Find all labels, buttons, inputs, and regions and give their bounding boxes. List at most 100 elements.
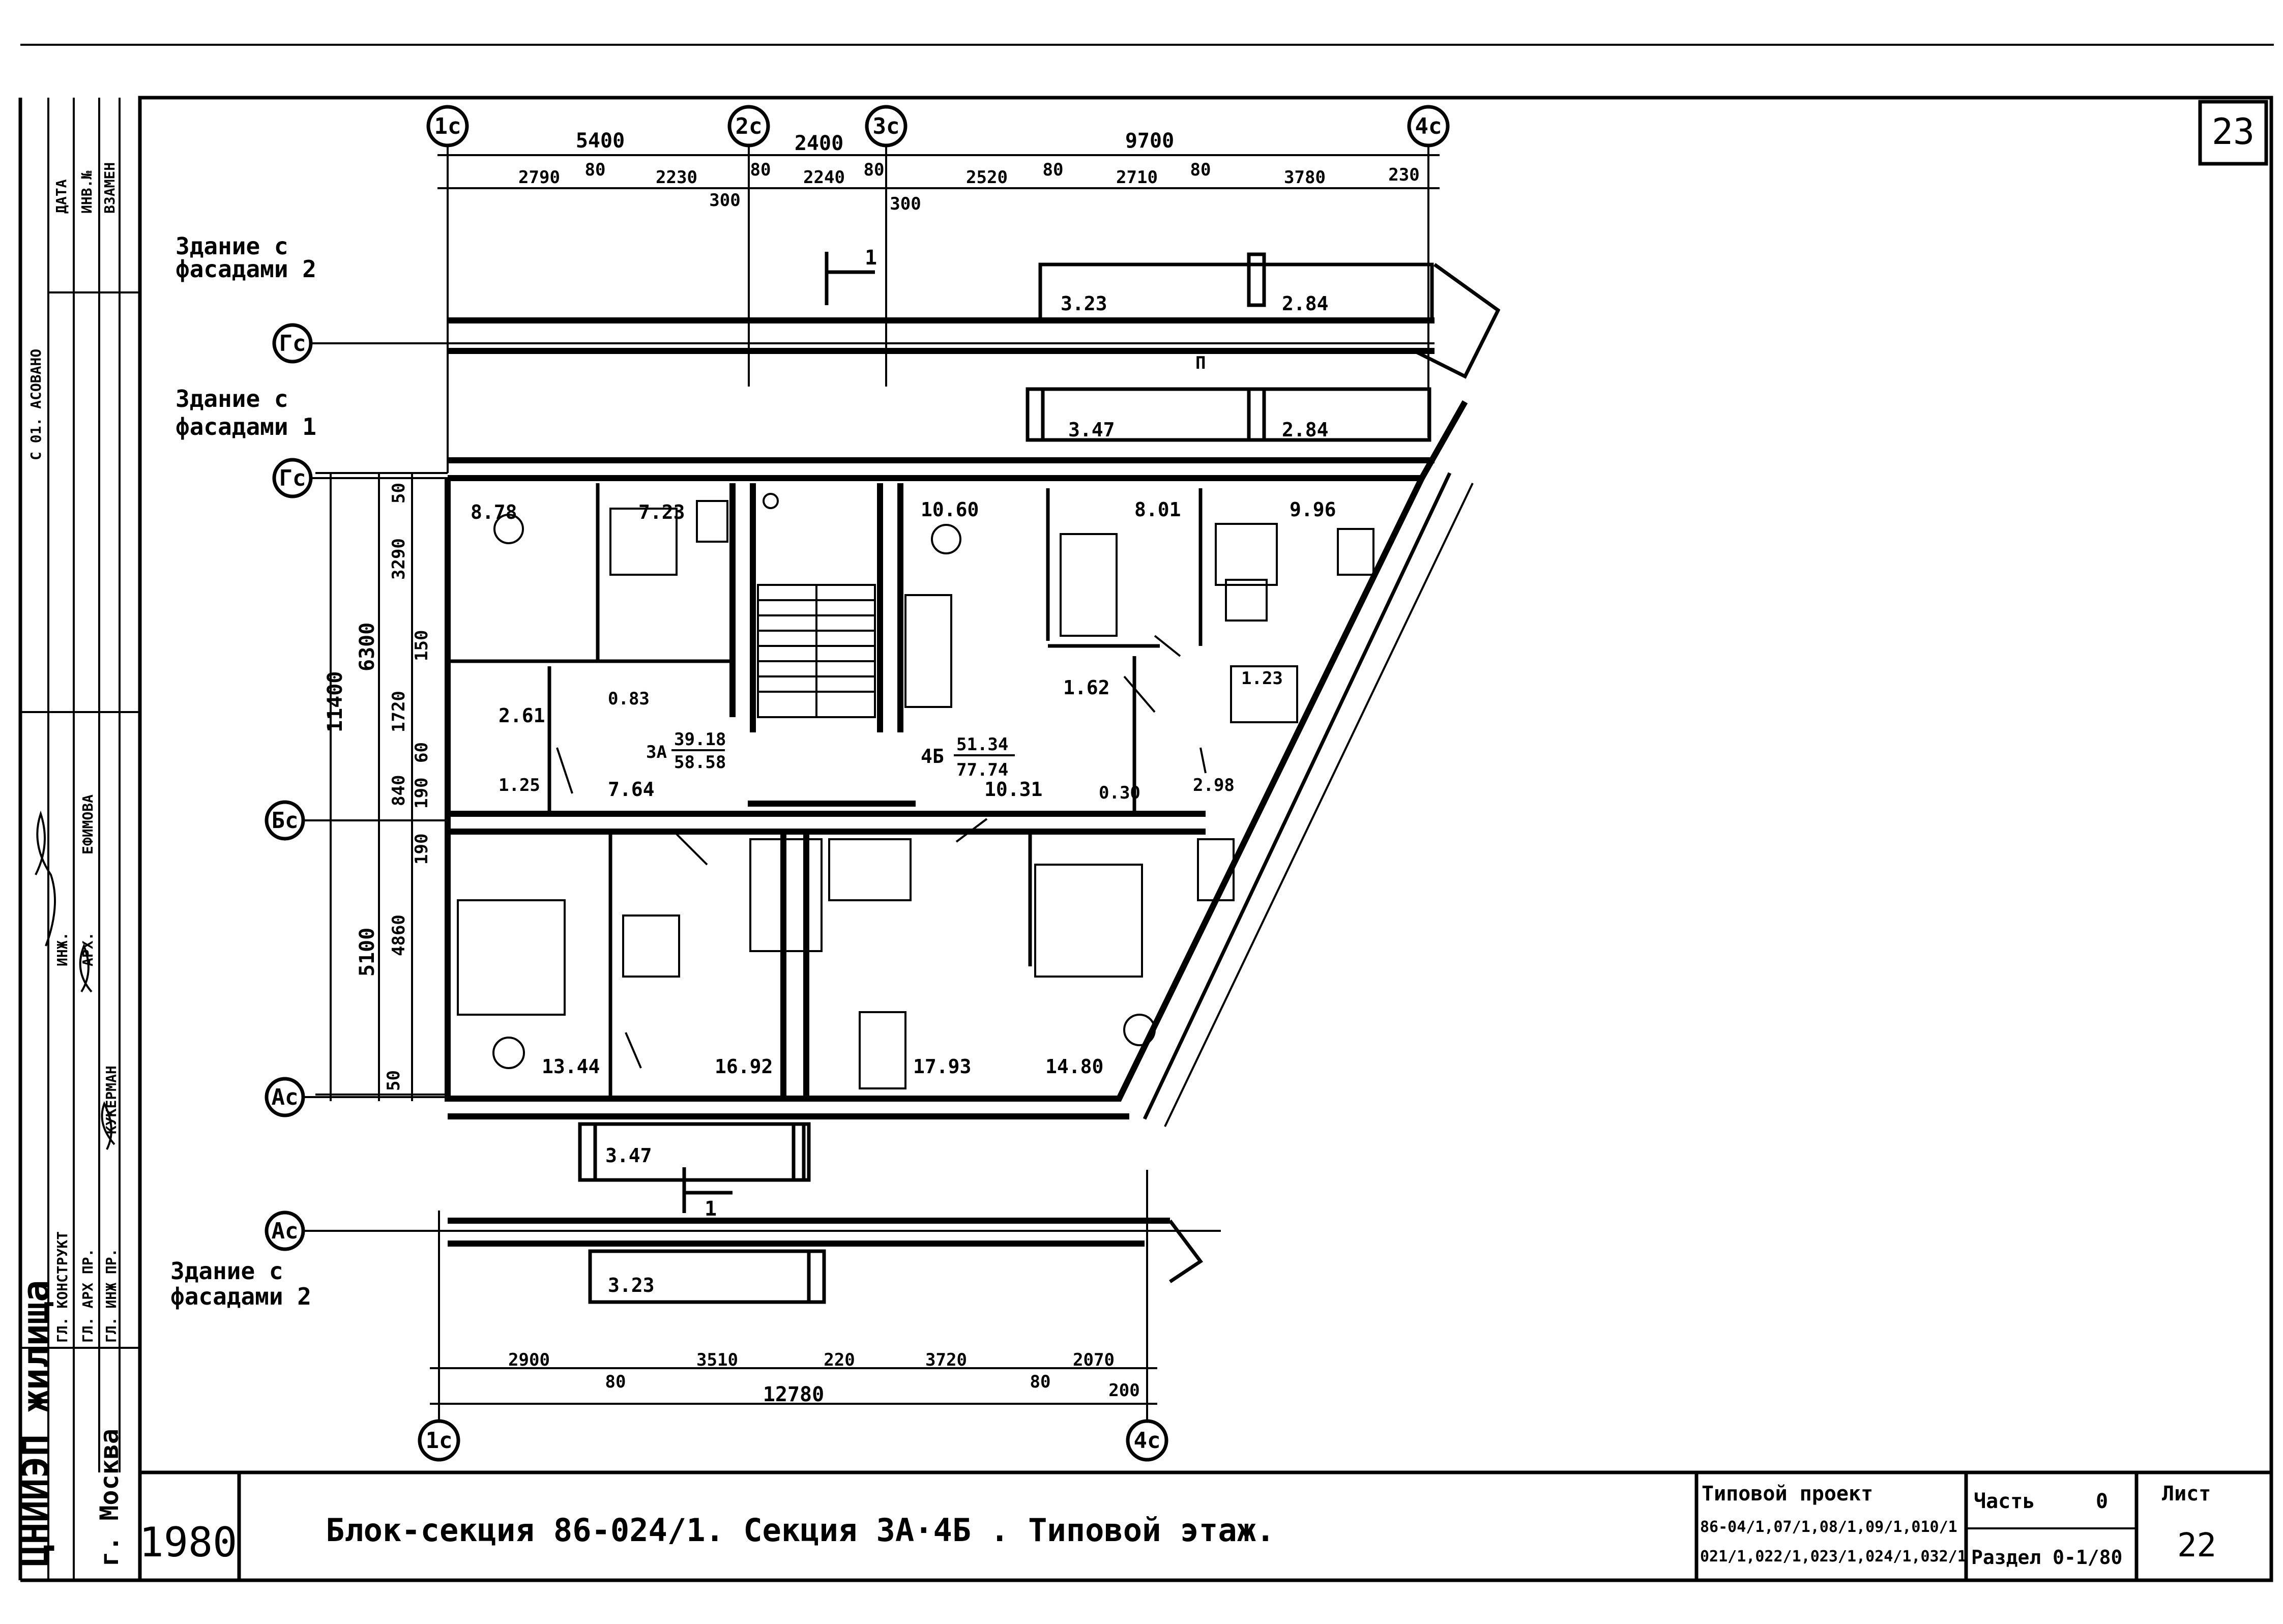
- dim-top-p2: 300: [890, 194, 921, 214]
- note-bot-1: Здание с: [170, 1257, 283, 1285]
- dim-top-s6: 80: [864, 160, 885, 180]
- stamp-role-1: ГЛ. КОНСТРУКТ: [54, 1231, 71, 1343]
- area-room-8-78: 8.78: [471, 501, 517, 523]
- area-room-8-01: 8.01: [1134, 498, 1181, 521]
- dim-bot-b2: 3510: [696, 1350, 738, 1370]
- axis-g-top: Гс: [279, 331, 306, 357]
- signature-1: [35, 810, 56, 947]
- dim-top-s11: 3780: [1284, 167, 1326, 188]
- stamp-role-3: ГЛ. ИНЖ ПР.: [103, 1249, 120, 1343]
- stamp-name-1: ЕФИМОВА: [79, 794, 96, 854]
- area-room-7-23: 7.23: [638, 501, 685, 523]
- room-areas: 8.78 7.23 10.60 8.01 9.96 2.61 0.83 1.25…: [471, 498, 1336, 1078]
- dim-left-l4: 1720: [389, 691, 409, 732]
- area-room-17-93: 17.93: [913, 1055, 971, 1078]
- signature-2: [79, 943, 93, 993]
- area-room-1-62: 1.62: [1063, 676, 1110, 699]
- section-mark-top: 1: [865, 246, 877, 270]
- area-room-10-60: 10.60: [921, 498, 979, 521]
- part-label: Часть: [1974, 1490, 2035, 1513]
- section-mark-bottom: 1: [705, 1197, 717, 1221]
- left-dimensions: 11400 6300 5100 50 3290 150 1720 60 840 …: [315, 472, 448, 1101]
- axis-a: Ас: [272, 1084, 299, 1110]
- axis-b: Бс: [272, 808, 299, 834]
- section-label: Раздел 0-1/80: [1971, 1546, 2122, 1569]
- year: 1980: [139, 1519, 238, 1566]
- dim-top-p1: 300: [709, 190, 740, 211]
- dim-bot-b4: 3720: [925, 1350, 967, 1370]
- sheet-number: 23: [2212, 111, 2255, 153]
- bottom-dimensions: 2900 3510 220 3720 2070 80 80 200 12780: [430, 1350, 1157, 1406]
- area-room-14-80: 14.80: [1045, 1055, 1103, 1078]
- dim-top-d3: 9700: [1125, 129, 1174, 153]
- dim-top-s4: 80: [750, 160, 771, 180]
- note-top-1: Здание с: [175, 232, 288, 260]
- org-city: г. Москва: [95, 1429, 124, 1567]
- dim-top-s1: 2790: [518, 167, 560, 188]
- balcony-3-47-mid: 3.47: [1068, 419, 1115, 441]
- title-block: 1980 Блок-секция 86-024/1. Секция 3А·4Б …: [139, 1472, 2216, 1580]
- project-codes-2: 021/1,022/1,023/1,024/1,032/1: [1700, 1548, 1967, 1566]
- note-bot-2: фасадами 2: [170, 1283, 311, 1310]
- dim-left-l5: 60: [412, 742, 432, 763]
- area-room-9-96: 9.96: [1290, 498, 1336, 521]
- main-floor-plan: 3.47 2.84: [445, 387, 1474, 1304]
- project-label: Типовой проект: [1702, 1482, 1873, 1505]
- dim-bot-b7: 80: [1030, 1372, 1051, 1392]
- dim-top-s9: 2710: [1116, 167, 1158, 188]
- dim-left-l3: 150: [412, 630, 432, 661]
- dim-top-d2: 2400: [795, 132, 843, 155]
- dim-top-d1: 5400: [576, 129, 625, 153]
- area-room-0-30: 0.30: [1099, 783, 1140, 803]
- area-room-2-98: 2.98: [1193, 775, 1235, 795]
- axis-4c-bottom: 4с: [1134, 1428, 1161, 1454]
- part-value: 0: [2096, 1490, 2108, 1513]
- note-top-2: фасадами 2: [175, 255, 316, 283]
- axis-1c-top: 1с: [434, 113, 461, 139]
- note-mid-2: фасадами 1: [175, 413, 316, 440]
- balcony-2-84-top: 2.84: [1282, 292, 1329, 315]
- drawing-frame: [138, 96, 2273, 1582]
- dim-bot-b5: 2070: [1073, 1350, 1115, 1370]
- stamp-col-date: ДАТА: [53, 179, 70, 214]
- dim-left-lower: 5100: [356, 928, 379, 977]
- area-room-2-61: 2.61: [499, 704, 545, 727]
- org-name: ЦНИИЭП жилища: [14, 1280, 57, 1567]
- dim-top-s5: 2240: [803, 167, 845, 188]
- side-stamp: С 01. АСОВАНО ДАТА ИНВ.№ ВЗАМЕН ГЛ. КОНС…: [14, 98, 140, 1580]
- area-room-10-31: 10.31: [984, 778, 1042, 801]
- sheet-label: Лист: [2162, 1482, 2211, 1505]
- apt-3a-total: 58.58: [674, 752, 726, 773]
- dim-bot-b8: 200: [1108, 1380, 1139, 1401]
- area-room-1-23: 1.23: [1241, 668, 1283, 689]
- apt-4b-living: 51.34: [956, 734, 1008, 755]
- dim-top-s8: 80: [1043, 160, 1064, 180]
- stamp-col-replace: ВЗАМЕН: [101, 162, 118, 214]
- dim-top-s10: 80: [1190, 160, 1211, 180]
- apt-4b-label: 4Б: [921, 745, 944, 767]
- area-room-16-92: 16.92: [715, 1055, 773, 1078]
- dim-top-s2: 80: [585, 160, 606, 180]
- dim-bot-b1: 2900: [508, 1350, 550, 1370]
- top-dimensions: 5400 2400 9700 2790 80 2230 80 2240 80 2…: [437, 129, 1440, 214]
- area-room-1-25: 1.25: [499, 775, 540, 795]
- dim-left-total: 11400: [324, 671, 347, 732]
- axis-3c-top: 3с: [873, 113, 900, 139]
- sheet-number-box: [2198, 100, 2268, 166]
- dim-left-l9: 4860: [389, 914, 409, 956]
- dim-left-l7: 190: [412, 778, 432, 809]
- stamp-approved: С 01. АСОВАНО: [27, 349, 44, 460]
- project-codes-1: 86-04/1,07/1,08/1,09/1,010/1: [1700, 1518, 1957, 1536]
- axis-4c-top: 4с: [1415, 113, 1442, 139]
- dim-top-s12: 230: [1388, 165, 1419, 185]
- dim-left-upper: 6300: [356, 623, 379, 671]
- area-room-0-83: 0.83: [608, 689, 650, 709]
- stamp-col-inv: ИНВ.№: [78, 171, 95, 214]
- dim-left-l8: 190: [412, 834, 432, 865]
- signature-3: [101, 1101, 115, 1150]
- axis-2c-top: 2с: [736, 113, 763, 139]
- dim-top-s3: 2230: [656, 167, 697, 188]
- axis-g: Гс: [279, 465, 306, 491]
- dim-left-l10: 50: [384, 1070, 404, 1091]
